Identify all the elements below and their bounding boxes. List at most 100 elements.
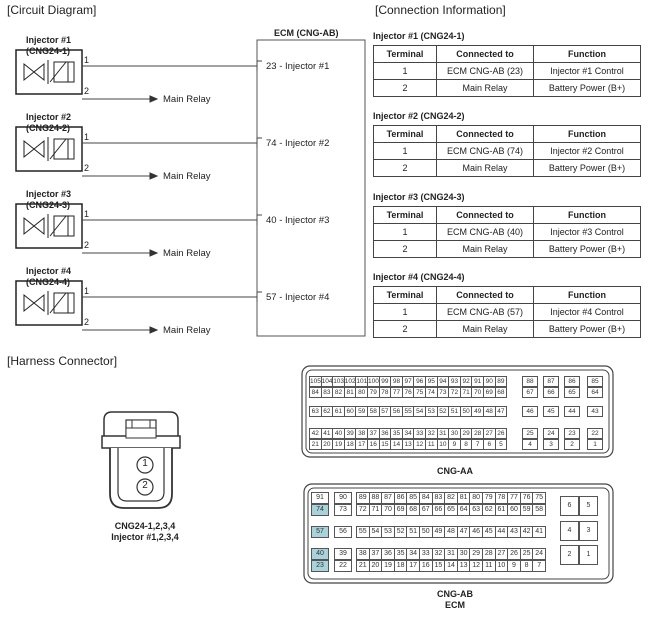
harness-connector-title: [Harness Connector] [7, 354, 118, 368]
ci-table-3-title: Injector #3 (CNG24-3) [373, 192, 465, 202]
ci-header-function: Function [533, 125, 641, 143]
cng-aa-pin-5: 5 [494, 439, 508, 450]
injector-1-lead-icon [68, 61, 75, 83]
cng-ab-pin-91: 91 [311, 492, 329, 504]
injector-3-lead-icon [68, 215, 75, 237]
cng-aa-pin-44: 44 [564, 406, 580, 417]
cng-ab-pin-31: 31 [444, 548, 458, 560]
cng-ab-pin-81: 81 [456, 492, 471, 504]
cng-ab-pin-13: 13 [456, 560, 471, 572]
injector-4-arrow-icon [149, 326, 159, 334]
cng-aa-pin-68: 68 [494, 387, 508, 398]
cng-ab-pin-59: 59 [519, 504, 534, 516]
ci-cell: 1 [373, 62, 437, 80]
cng-ab-pin-53: 53 [381, 526, 395, 538]
cng-ab-pin-29: 29 [469, 548, 483, 560]
cng-ab-pin-51: 51 [406, 526, 420, 538]
ci-header-function: Function [533, 206, 641, 224]
cng-ab-pin-32: 32 [431, 548, 446, 560]
ci-table-2-title: Injector #2 (CNG24-2) [373, 111, 465, 121]
cng-aa-pin-85: 85 [587, 376, 603, 387]
injector-3-armature-icon [47, 214, 67, 238]
cng-ab-pin-33: 33 [419, 548, 433, 560]
cng-aa-pin-43: 43 [587, 406, 603, 417]
cng-ab-pin-50: 50 [419, 526, 433, 538]
cng-ab-pin-62: 62 [482, 504, 496, 516]
ci-cell: ECM CNG-AB (23) [436, 62, 534, 80]
cng-aa-pin-4: 4 [522, 439, 538, 450]
cng-ab-pin-70: 70 [381, 504, 395, 516]
cng-ab-pin-14: 14 [444, 560, 458, 572]
ci-cell: 2 [373, 79, 437, 97]
cng-ab-pin-86: 86 [393, 492, 408, 504]
injector-connector-caption: CNG24-1,2,3,4 Injector #1,2,3,4 [80, 521, 210, 543]
injector-2-wire-ecm [82, 137, 262, 148]
cng-ab-pin-67: 67 [419, 504, 433, 516]
injector-4-name: Injector #4 [26, 266, 72, 276]
cng-ab-pin-82: 82 [444, 492, 458, 504]
ci-header-terminal: Terminal [373, 45, 437, 63]
cng-ab-desc: ECM [445, 600, 465, 610]
pin-1-circle [136, 456, 154, 474]
ci-cell: 2 [373, 240, 437, 258]
cng-ab-pin-5: 5 [579, 496, 598, 516]
injector-4-armature-icon [47, 291, 67, 315]
injector-3-relay: Main Relay [163, 248, 211, 259]
cng-ab-pin-4: 4 [560, 521, 579, 541]
ci-header-terminal: Terminal [373, 125, 437, 143]
ci-header-connected: Connected to [436, 286, 534, 304]
injector-2-armature-icon [47, 137, 67, 161]
cng-ab-caption: CNG-AB ECM [410, 589, 500, 611]
cng-ab-pin-27: 27 [494, 548, 509, 560]
cng-ab-pin-87: 87 [381, 492, 395, 504]
cng-ab-pin-22: 22 [334, 560, 352, 572]
cng-aa-pin-86: 86 [564, 376, 580, 387]
cng-aa-pin-22: 22 [587, 428, 603, 439]
cng-aa-pin-24: 24 [543, 428, 559, 439]
ci-cell: 2 [373, 320, 437, 338]
injector-4-pin1: 1 [84, 286, 90, 296]
cng-ab-pin-52: 52 [393, 526, 408, 538]
ci-table-1-title: Injector #1 (CNG24-1) [373, 31, 465, 41]
cng-ab-pin-84: 84 [419, 492, 433, 504]
injector-2-name: Injector #2 [26, 112, 72, 122]
cng-ab-pin-44: 44 [494, 526, 509, 538]
cng-ab-pin-68: 68 [406, 504, 420, 516]
injector-1-pin1: 1 [84, 55, 90, 65]
cng-ab-pin-73: 73 [334, 504, 352, 516]
injector-connector-code: CNG24-1,2,3,4 [114, 521, 176, 531]
cng-ab-pin-90: 90 [334, 492, 352, 504]
cng-aa-pin-47: 47 [494, 406, 508, 417]
cng-ab-pin-72: 72 [356, 504, 370, 516]
injector-4-relay: Main Relay [163, 325, 211, 336]
injector-4-label: Injector #4 (CNG24-4) [26, 266, 71, 288]
cng-aa-pin-67: 67 [522, 387, 538, 398]
injector-4-pin2: 2 [84, 317, 90, 327]
injector-3-pin2: 2 [84, 240, 90, 250]
cng-ab-pin-30: 30 [456, 548, 471, 560]
ecm-pin-23: 23 - Injector #1 [266, 61, 330, 72]
cng-ab-pin-54: 54 [368, 526, 383, 538]
injector-3-label: Injector #3 (CNG24-3) [26, 189, 71, 211]
injector-2-relay: Main Relay [163, 171, 211, 182]
cng-ab-pin-85: 85 [406, 492, 420, 504]
cng-ab-pin-21: 21 [356, 560, 370, 572]
ci-cell: Main Relay [436, 79, 534, 97]
ci-header-terminal: Terminal [373, 206, 437, 224]
cng-ab-pin-28: 28 [482, 548, 496, 560]
cng-aa-pin-26: 26 [494, 428, 508, 439]
ci-cell: 2 [373, 159, 437, 177]
ci-cell: Battery Power (B+) [533, 240, 641, 258]
cng-aa-pin-2: 2 [564, 439, 580, 450]
injector-3-code: (CNG24-3) [26, 200, 71, 210]
ci-cell: ECM CNG-AB (40) [436, 223, 534, 241]
cng-aa-pin-45: 45 [543, 406, 559, 417]
cng-aa-pin-46: 46 [522, 406, 538, 417]
cng-aa-pin-89: 89 [494, 376, 508, 387]
circuit-wiring [15, 39, 366, 337]
cng-ab-pin-64: 64 [456, 504, 471, 516]
injector-2-pin2: 2 [84, 163, 90, 173]
